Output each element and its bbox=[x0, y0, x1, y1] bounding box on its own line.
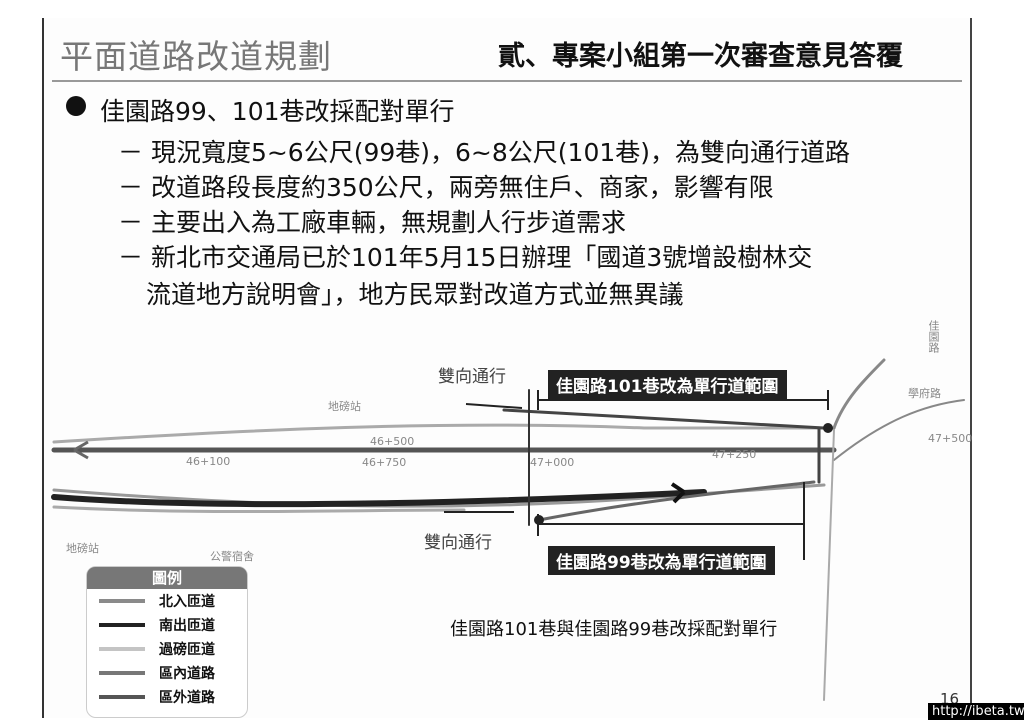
legend-title: 圖例 bbox=[87, 567, 247, 589]
bullet-item: － 新北市交通局已於101年5月15日辦理「國道3號增設樹林交 bbox=[118, 243, 813, 272]
node bbox=[534, 515, 544, 525]
chainage-label: 46+500 bbox=[370, 435, 415, 448]
chainage-label: 47+000 bbox=[530, 456, 575, 469]
legend-item: 北入匝道 bbox=[87, 589, 247, 613]
chainage-label: 47+500 bbox=[928, 432, 973, 445]
arrow-icon bbox=[73, 440, 89, 460]
chainage-label: 47+250 bbox=[712, 448, 757, 461]
arrow-icon bbox=[670, 482, 686, 504]
legend-item: 南出匝道 bbox=[87, 613, 247, 637]
place-label: 地磅站 bbox=[328, 400, 361, 413]
chainage-label: 46+100 bbox=[186, 455, 231, 468]
road-line bbox=[52, 423, 836, 444]
legend-label: 過磅匝道 bbox=[159, 642, 215, 658]
legend-label: 區內道路 bbox=[159, 666, 215, 682]
watermark: http://ibeta.tw bbox=[928, 703, 1024, 720]
legend-swatch bbox=[99, 695, 145, 699]
legend-label: 區外道路 bbox=[159, 690, 215, 706]
road-map bbox=[51, 358, 965, 701]
bullet-icon bbox=[66, 96, 86, 116]
road-xuefu bbox=[832, 358, 886, 430]
road-line bbox=[52, 505, 466, 514]
legend-label: 北入匝道 bbox=[159, 594, 215, 610]
legend-item: 區內道路 bbox=[87, 661, 247, 685]
bullet-item: 流道地方說明會」，地方民眾對改道方式並無異議 bbox=[146, 280, 684, 309]
legend-item: 過磅匝道 bbox=[87, 637, 247, 661]
road-xuefu bbox=[833, 399, 965, 461]
header-divider bbox=[52, 80, 962, 82]
place-label: 公警宿舍 bbox=[210, 550, 254, 563]
range-label-99: 佳園路99巷改為單行道範圍 bbox=[548, 546, 775, 575]
section-title: 平面道路改道規劃 bbox=[60, 37, 332, 76]
range-label-101: 佳園路101巷改為單行道範圍 bbox=[548, 370, 787, 399]
legend-swatch bbox=[99, 671, 145, 675]
place-label: 學府路 bbox=[908, 387, 941, 400]
map-caption: 佳園路101巷與佳園路99巷改採配對單行 bbox=[450, 619, 778, 640]
lane-99 bbox=[537, 480, 816, 522]
legend-label: 南出匝道 bbox=[159, 618, 215, 634]
place-label: 地磅站 bbox=[66, 542, 99, 555]
two-way-label: 雙向通行 bbox=[438, 367, 506, 387]
bullet-item: － 主要出入為工廠車輛，無規劃人行步道需求 bbox=[118, 208, 626, 237]
chainage-label: 46+750 bbox=[362, 456, 407, 469]
node bbox=[823, 423, 833, 433]
bullet-item: － 改道路段長度約350公尺，兩旁無住戶、商家，影響有限 bbox=[118, 173, 774, 202]
legend-swatch bbox=[99, 647, 145, 651]
road-jiayuan bbox=[823, 429, 835, 701]
two-way-label: 雙向通行 bbox=[424, 533, 492, 553]
lane-101 bbox=[502, 408, 826, 430]
place-label: 佳園路 bbox=[927, 320, 940, 353]
main-title: 貳、專案小組第一次審查意見答覆 bbox=[498, 41, 903, 72]
legend: 圖例 北入匝道 南出匝道 過磅匝道 區內道路 區外道路 bbox=[86, 566, 248, 718]
legend-item: 區外道路 bbox=[87, 685, 247, 709]
legend-swatch bbox=[99, 623, 145, 627]
two-way-arrow bbox=[465, 403, 523, 409]
bullet-item: － 現況寬度5~6公尺(99巷)，6~8公尺(101巷)，為雙向通行道路 bbox=[118, 138, 851, 167]
bullet-heading: 佳園路99、101巷改採配對單行 bbox=[100, 97, 455, 126]
southbound-ramp bbox=[51, 489, 707, 508]
legend-swatch bbox=[99, 599, 145, 603]
